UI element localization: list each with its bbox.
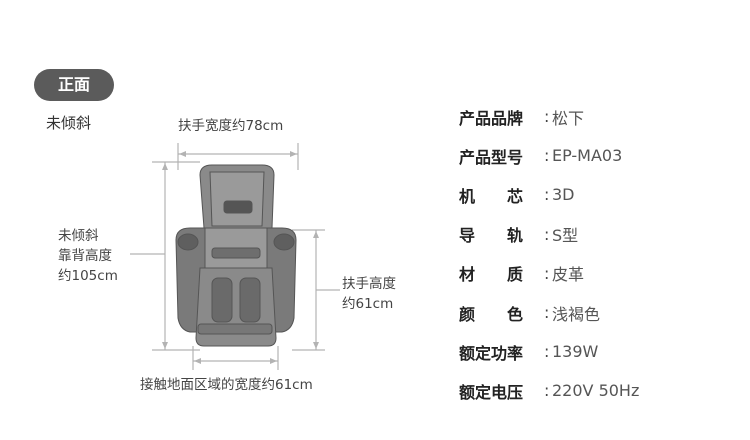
- armrest-height-line1: 扶手高度: [342, 276, 396, 292]
- spec-value: 浅褐色: [552, 304, 601, 324]
- spec-label: 机 芯: [459, 186, 524, 206]
- view-badge: 正面: [34, 69, 114, 101]
- spec-label: 颜 色: [459, 304, 524, 324]
- view-subtitle: 未倾斜: [46, 114, 92, 132]
- back-height-line3: 约105cm: [58, 268, 118, 284]
- spec-value: EP-MA03: [552, 146, 623, 166]
- spec-row-voltage: 额定电压:220V 50Hz: [459, 371, 639, 410]
- spec-value: S型: [552, 226, 579, 246]
- spec-row-model: 产品型号:EP-MA03: [459, 136, 639, 175]
- armrest-height-line2: 约61cm: [342, 296, 394, 312]
- spec-label: 产品型号: [459, 147, 524, 167]
- spec-row-mechanism: 机 芯:3D: [459, 175, 639, 214]
- spec-value: 139W: [552, 342, 599, 362]
- spec-row-color: 颜 色:浅褐色: [459, 293, 639, 332]
- spec-value: 220V 50Hz: [552, 381, 640, 401]
- back-height-label: 未倾斜 靠背高度 约105cm: [58, 226, 118, 286]
- spec-value: 皮革: [552, 265, 585, 285]
- spec-list: 产品品牌:松下 产品型号:EP-MA03 机 芯:3D 导 轨:S型 材 质:皮…: [459, 97, 639, 411]
- spec-label: 导 轨: [459, 226, 524, 246]
- spec-label: 材 质: [459, 265, 524, 285]
- armrest-width-label: 扶手宽度约78cm: [178, 118, 284, 134]
- dimension-lines: [130, 143, 340, 370]
- floor-width-label: 接触地面区域的宽度约61cm: [140, 377, 313, 393]
- spec-label: 产品品牌: [459, 108, 524, 128]
- spec-value: 3D: [552, 185, 575, 205]
- massage-chair-illustration: [175, 164, 297, 347]
- armrest-height-label: 扶手高度 约61cm: [342, 274, 396, 314]
- back-height-line2: 靠背高度: [58, 248, 112, 264]
- back-height-line1: 未倾斜: [58, 228, 99, 244]
- spec-row-material: 材 质:皮革: [459, 254, 639, 293]
- spec-row-brand: 产品品牌:松下: [459, 97, 639, 136]
- spec-value: 松下: [552, 108, 585, 128]
- spec-row-power: 额定功率:139W: [459, 332, 639, 371]
- spec-label: 额定电压: [459, 382, 524, 402]
- spec-label: 额定功率: [459, 343, 524, 363]
- spec-row-track: 导 轨:S型: [459, 215, 639, 254]
